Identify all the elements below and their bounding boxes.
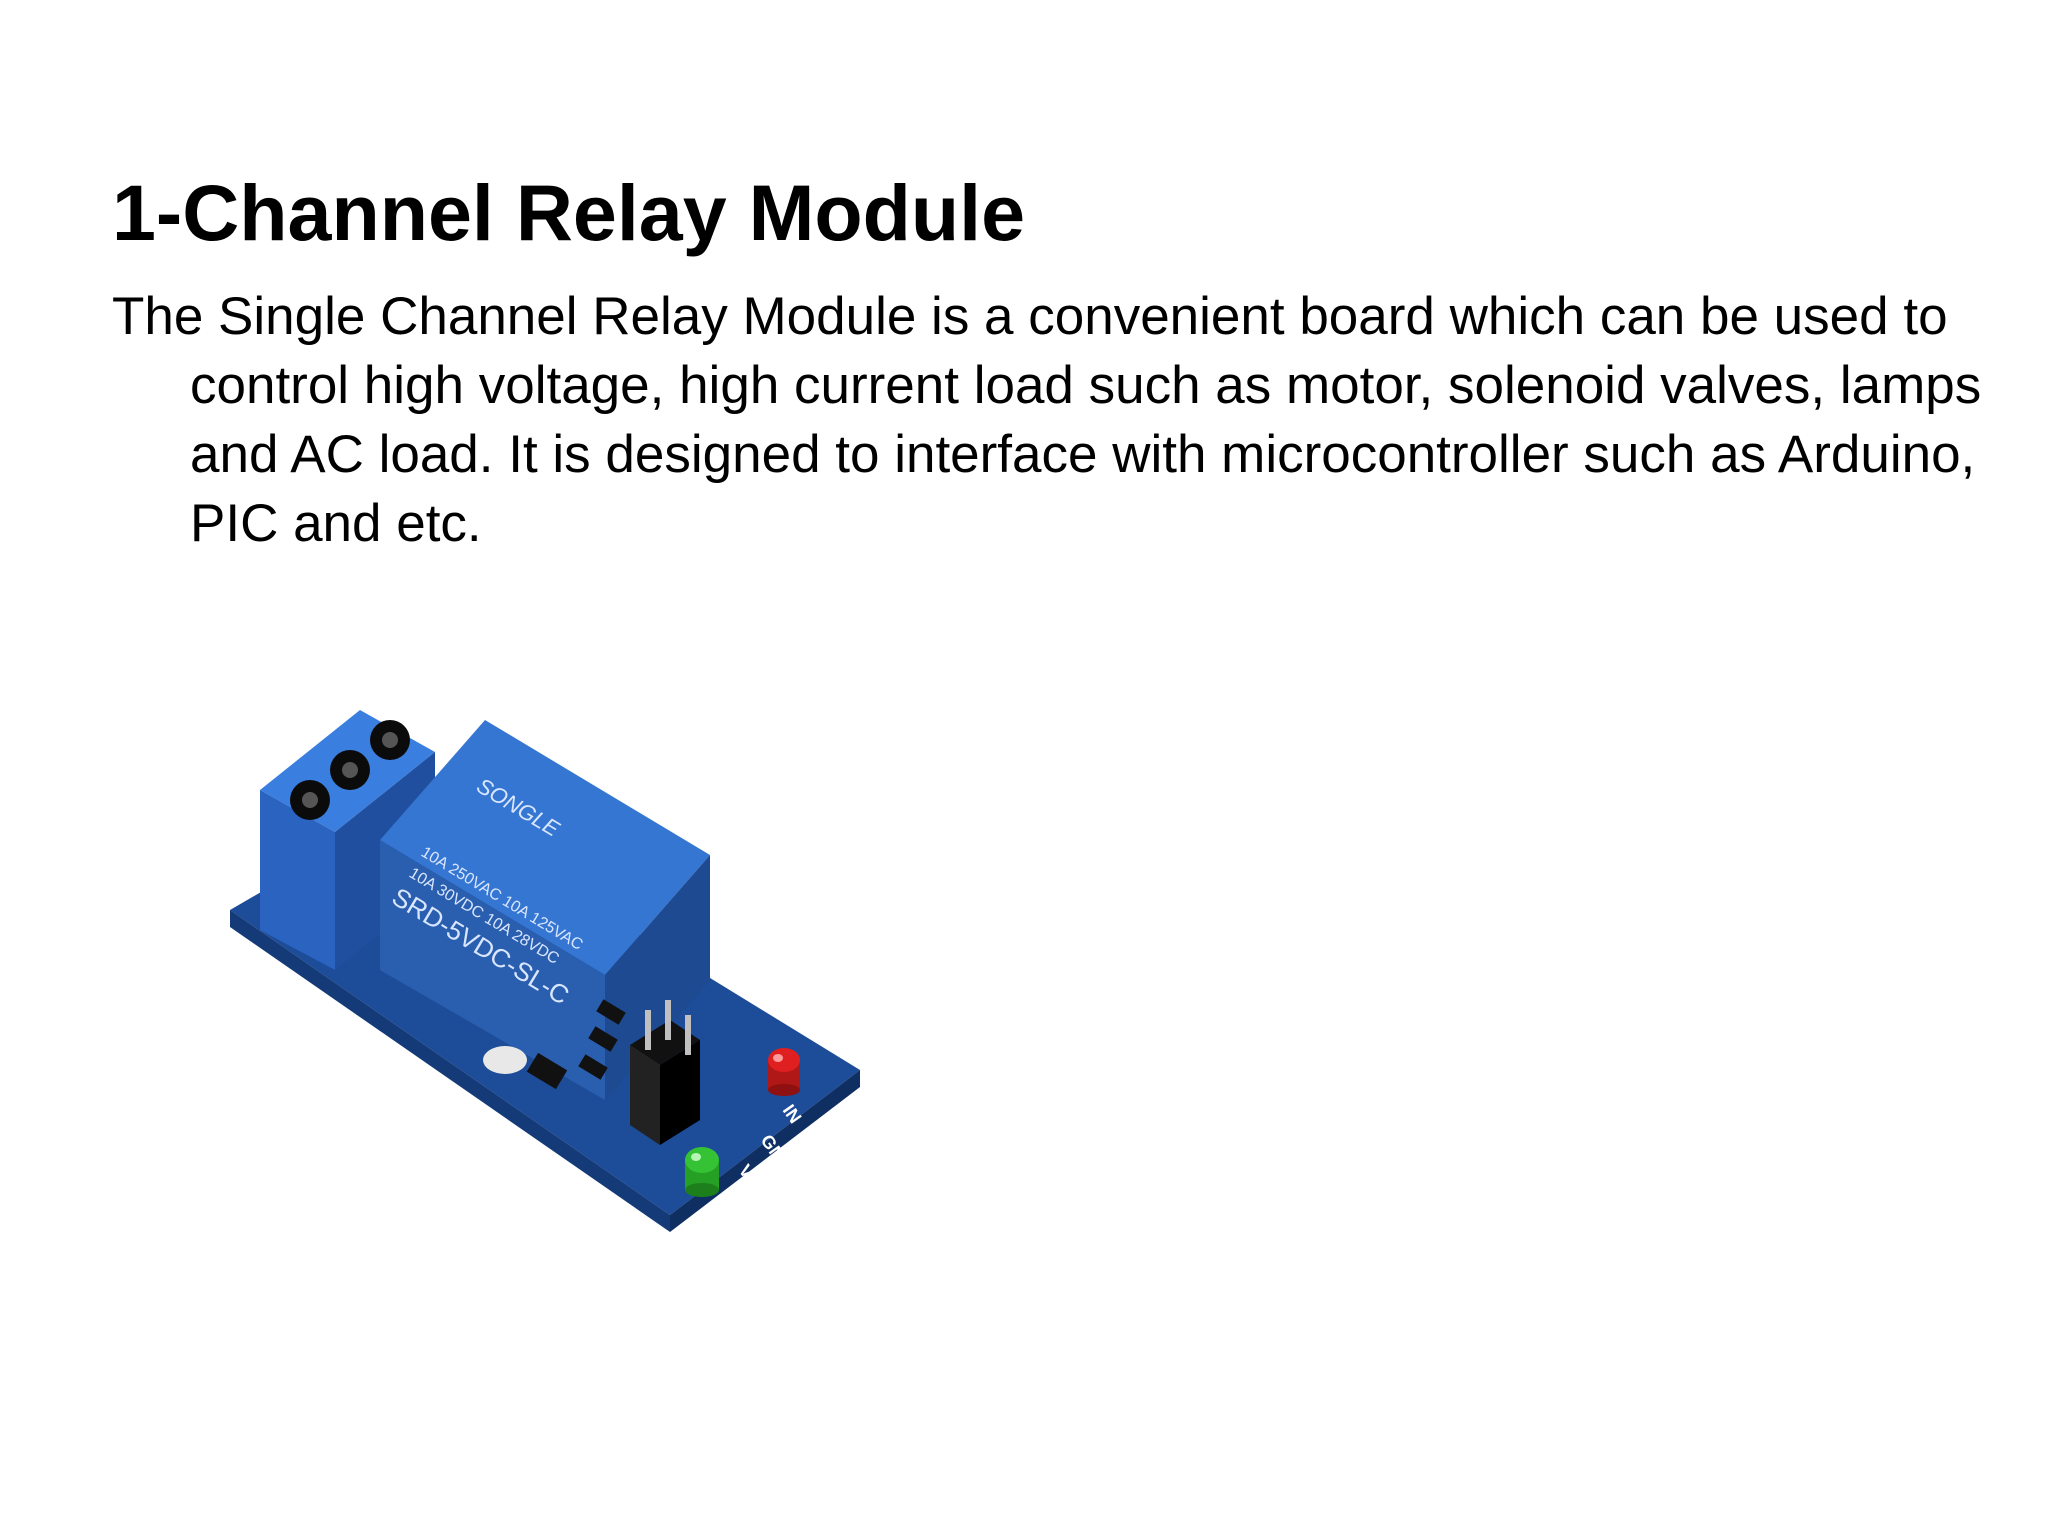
- smd-components: [483, 999, 626, 1090]
- pin-label-vcc: VCC: [735, 1161, 773, 1204]
- green-led: [685, 1147, 719, 1197]
- slide-title: 1-Channel Relay Module: [112, 168, 1026, 257]
- red-led: [768, 1048, 800, 1096]
- relay-body: SONGLE 10A 250VAC 10A 125VAC 10A 30VDC 1…: [380, 720, 710, 1100]
- header-pins: [630, 1000, 700, 1145]
- slide-body-text: The Single Channel Relay Module is a con…: [112, 287, 1982, 553]
- relay-module-photo: SONGLE 10A 250VAC 10A 125VAC 10A 30VDC 1…: [200, 640, 920, 1300]
